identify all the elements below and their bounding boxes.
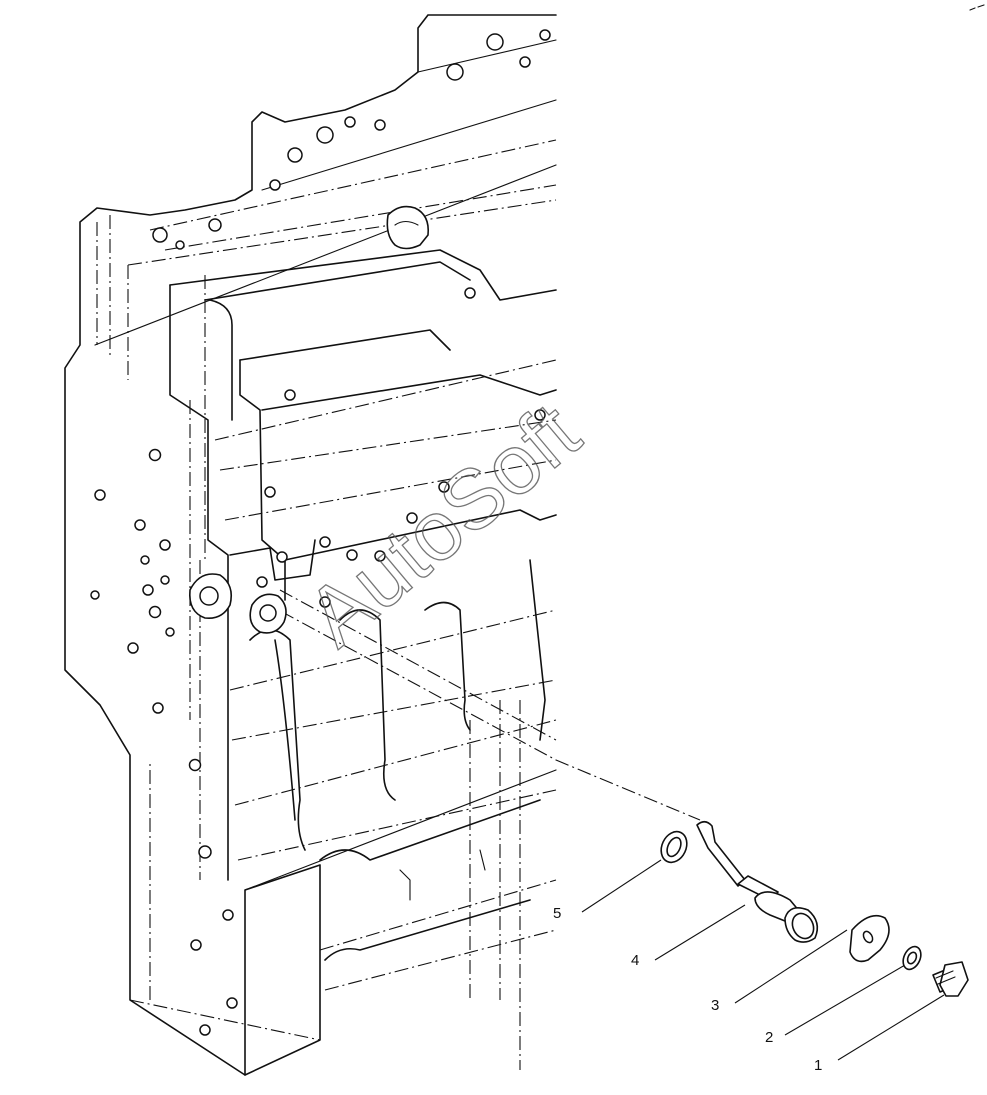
oil-cooler-nozzle	[696, 820, 819, 943]
callout-3: 3	[711, 997, 719, 1014]
callout-5: 5	[553, 905, 561, 922]
callout-labels: 5 4 3 2 1	[553, 905, 822, 1074]
callout-2: 2	[765, 1029, 773, 1046]
callout-1: 1	[814, 1057, 822, 1074]
watermark-text: AutoSoft	[289, 385, 596, 664]
flange-plate	[849, 914, 890, 963]
sealing-ring	[660, 830, 688, 864]
bolt	[932, 961, 969, 997]
leader-lines	[581, 859, 945, 1061]
corner-mark	[969, 4, 985, 11]
washer	[902, 945, 922, 971]
callout-4: 4	[631, 952, 639, 969]
engine-block	[64, 14, 701, 1076]
